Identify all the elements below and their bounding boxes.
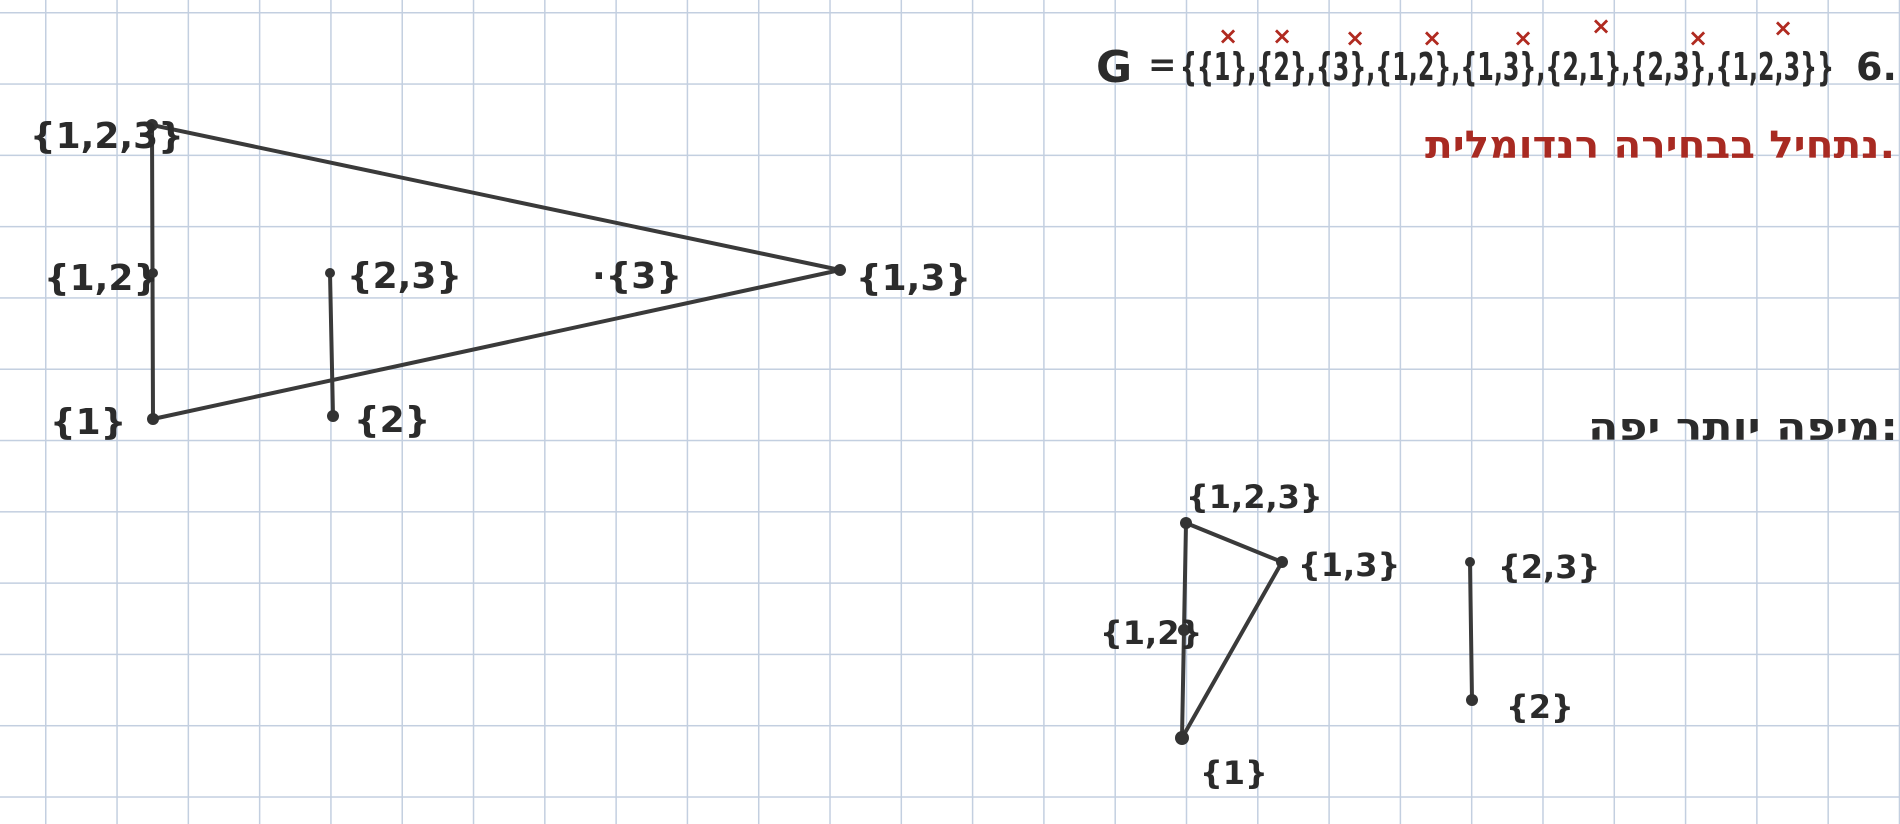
vertex-2 bbox=[1466, 694, 1478, 706]
better-drawing-note: מיפה יותר יפה: bbox=[1588, 405, 1898, 449]
strike-mark: × bbox=[1422, 24, 1442, 52]
label-12: {1,2} bbox=[1100, 614, 1202, 652]
label-3: ·{3} bbox=[592, 256, 682, 297]
label-2: {2} bbox=[1506, 688, 1574, 726]
strike-mark: × bbox=[1591, 12, 1611, 40]
vertex-1 bbox=[147, 413, 159, 425]
strike-mark: × bbox=[1688, 24, 1708, 52]
label-12: {1,2} bbox=[44, 258, 159, 299]
edge-1-13 bbox=[1180, 560, 1284, 740]
label-1: {1} bbox=[1200, 754, 1268, 792]
label-123: {1,2,3} bbox=[1186, 478, 1323, 516]
label-123: {1,2,3} bbox=[30, 116, 184, 157]
label-1: {1} bbox=[50, 402, 126, 443]
strike-mark: × bbox=[1513, 24, 1533, 52]
label-23: {2,3} bbox=[1498, 548, 1600, 586]
edge-23-2 bbox=[328, 271, 335, 418]
label-2: {2} bbox=[354, 400, 430, 441]
vertex-2 bbox=[327, 410, 339, 422]
vertex-13 bbox=[1276, 556, 1288, 568]
strike-mark: × bbox=[1272, 22, 1292, 50]
edge-1-13 bbox=[151, 268, 842, 421]
equals-sign: = bbox=[1148, 45, 1177, 85]
label-13: {1,3} bbox=[1298, 546, 1400, 584]
set-name-g: G bbox=[1096, 42, 1132, 93]
edge-23-2 bbox=[1468, 560, 1474, 702]
vertex-123 bbox=[1180, 517, 1192, 529]
strike-mark: × bbox=[1773, 14, 1793, 42]
diagram-2: {1,2,3} {1,3} {1,2} {1} {2,3} {2} bbox=[1100, 478, 1600, 792]
strikeout-marks: × × × × × × × × bbox=[1218, 12, 1793, 52]
edge-123-13 bbox=[150, 123, 842, 272]
vertex-23 bbox=[1465, 557, 1475, 567]
strike-mark: × bbox=[1218, 22, 1238, 50]
header-set-definition: G = {{1},{2},{3},{1,2},{1,3},{2,1},{2,3}… bbox=[1096, 42, 1897, 93]
vertex-1 bbox=[1175, 731, 1189, 745]
vertex-12 bbox=[1178, 624, 1190, 636]
edge-123-13 bbox=[1184, 521, 1284, 564]
label-23: {2,3} bbox=[347, 256, 462, 297]
item-number: 6. bbox=[1856, 45, 1897, 89]
set-elements: {{1},{2},{3},{1,2},{1,3},{2,1},{2,3},{1,… bbox=[1180, 45, 1834, 89]
vertex-23 bbox=[325, 268, 335, 278]
vertex-123 bbox=[146, 119, 158, 131]
random-choice-note: נתחיל בבחירה רנדומלית. bbox=[1425, 123, 1895, 167]
diagram-1: {1,2,3} {1,2} {1} {2,3} {2} ·{3} {1,3} bbox=[30, 116, 971, 443]
label-13: {1,3} bbox=[856, 258, 971, 299]
vertex-13 bbox=[834, 264, 846, 276]
strike-mark: × bbox=[1345, 24, 1365, 52]
vertex-12 bbox=[148, 268, 158, 278]
